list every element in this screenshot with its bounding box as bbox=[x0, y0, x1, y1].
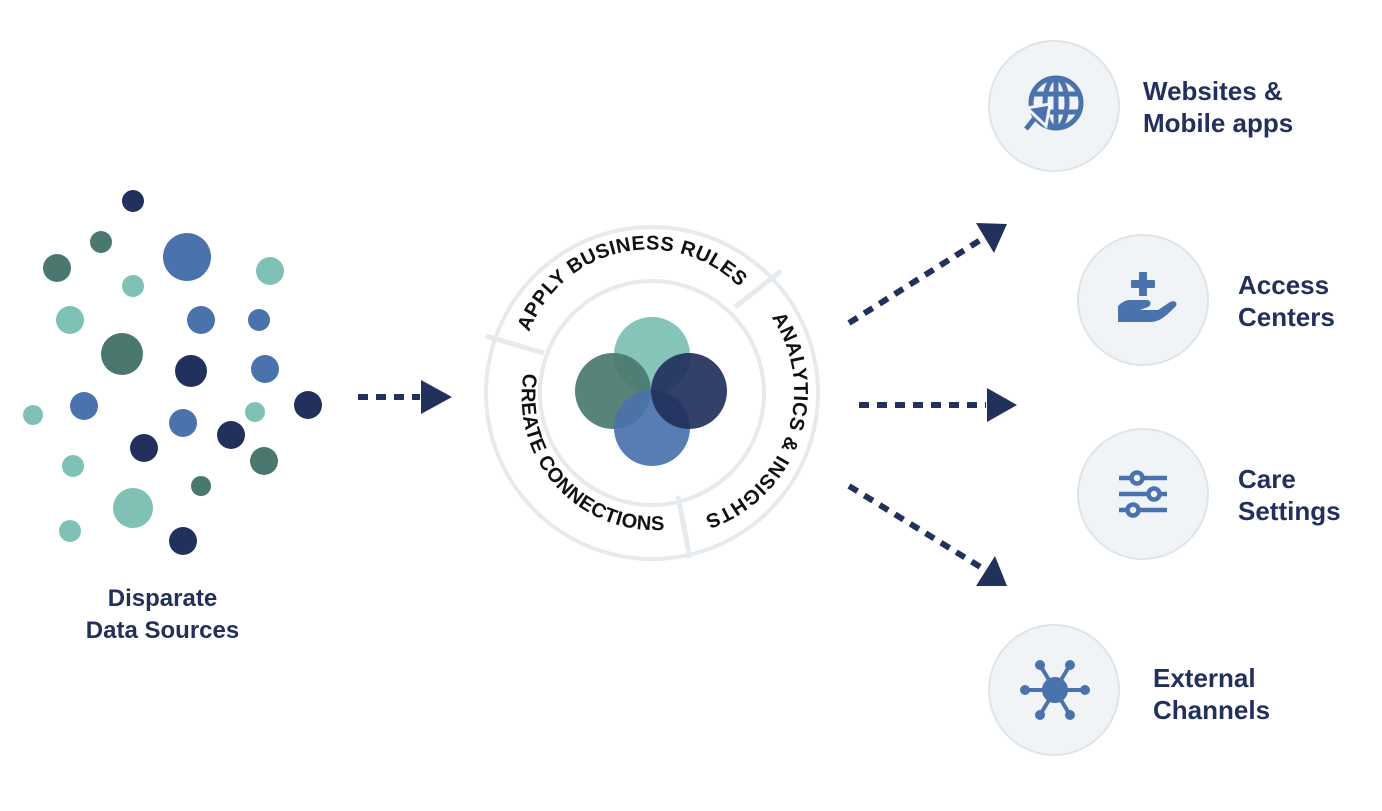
output-websites-label: Websites & Mobile apps bbox=[1143, 75, 1293, 139]
data-source-dot bbox=[294, 391, 322, 419]
arrow-to-external bbox=[847, 483, 1007, 586]
data-source-dot bbox=[175, 355, 207, 387]
data-source-dot bbox=[251, 355, 279, 383]
data-source-dot bbox=[56, 306, 84, 334]
flow-arrows bbox=[358, 223, 1017, 586]
output-care-line2: Settings bbox=[1238, 496, 1341, 526]
data-source-dot bbox=[163, 233, 211, 281]
ring-divider-2 bbox=[485, 333, 545, 356]
data-source-dot bbox=[256, 257, 284, 285]
output-access-line2: Centers bbox=[1238, 302, 1335, 332]
data-sources-label: Disparate Data Sources bbox=[40, 583, 285, 647]
output-external-label: External Channels bbox=[1153, 662, 1270, 726]
output-care-label: Care Settings bbox=[1238, 463, 1341, 527]
arrow-to-access bbox=[859, 388, 1017, 422]
data-sources-label-line2: Data Sources bbox=[85, 617, 240, 644]
data-source-dot bbox=[113, 488, 153, 528]
logo-circle-navy bbox=[651, 353, 727, 429]
output-care-circle bbox=[1077, 428, 1209, 560]
output-access-line1: Access bbox=[1238, 270, 1330, 300]
sliders-icon bbox=[1119, 470, 1167, 518]
data-source-dot bbox=[122, 275, 144, 297]
data-source-dot bbox=[169, 409, 197, 437]
output-websites-line1: Websites & bbox=[1143, 76, 1283, 106]
ring-divider-1 bbox=[733, 269, 783, 309]
data-source-dot bbox=[23, 405, 43, 425]
data-source-dot bbox=[43, 254, 71, 282]
data-source-dot bbox=[245, 402, 265, 422]
data-source-dot bbox=[59, 520, 81, 542]
hand-plus-icon bbox=[1118, 272, 1177, 322]
output-external-line1: External bbox=[1153, 663, 1256, 693]
data-source-dot bbox=[62, 455, 84, 477]
ring-divider-3 bbox=[675, 495, 693, 559]
output-websites-circle bbox=[988, 40, 1120, 172]
data-source-dot bbox=[90, 231, 112, 253]
output-care-line1: Care bbox=[1238, 464, 1296, 494]
data-source-dot bbox=[250, 447, 278, 475]
data-source-dot bbox=[217, 421, 245, 449]
output-access-circle bbox=[1077, 234, 1209, 366]
data-source-dot bbox=[101, 333, 143, 375]
output-external-circle bbox=[988, 624, 1120, 756]
data-sources-label-line1: Disparate bbox=[107, 585, 218, 612]
data-source-dot bbox=[191, 476, 211, 496]
data-source-dot bbox=[70, 392, 98, 420]
process-ring: APPLY BUSINESS RULES ANALYTICS & INSIGHT… bbox=[484, 225, 820, 561]
data-source-dot bbox=[187, 306, 215, 334]
data-source-dot bbox=[122, 190, 144, 212]
data-source-dots bbox=[23, 190, 322, 555]
data-source-dot bbox=[248, 309, 270, 331]
data-source-dot bbox=[169, 527, 197, 555]
core-circles-logo bbox=[575, 317, 727, 466]
arrow-to-websites bbox=[847, 223, 1007, 326]
data-source-dot bbox=[130, 434, 158, 462]
globe-cursor-icon bbox=[1023, 75, 1084, 131]
output-access-label: Access Centers bbox=[1238, 269, 1335, 333]
network-hub-icon bbox=[1020, 660, 1090, 720]
output-websites-line2: Mobile apps bbox=[1143, 108, 1294, 138]
output-external-line2: Channels bbox=[1153, 695, 1271, 725]
arrow-to-core bbox=[358, 380, 452, 414]
